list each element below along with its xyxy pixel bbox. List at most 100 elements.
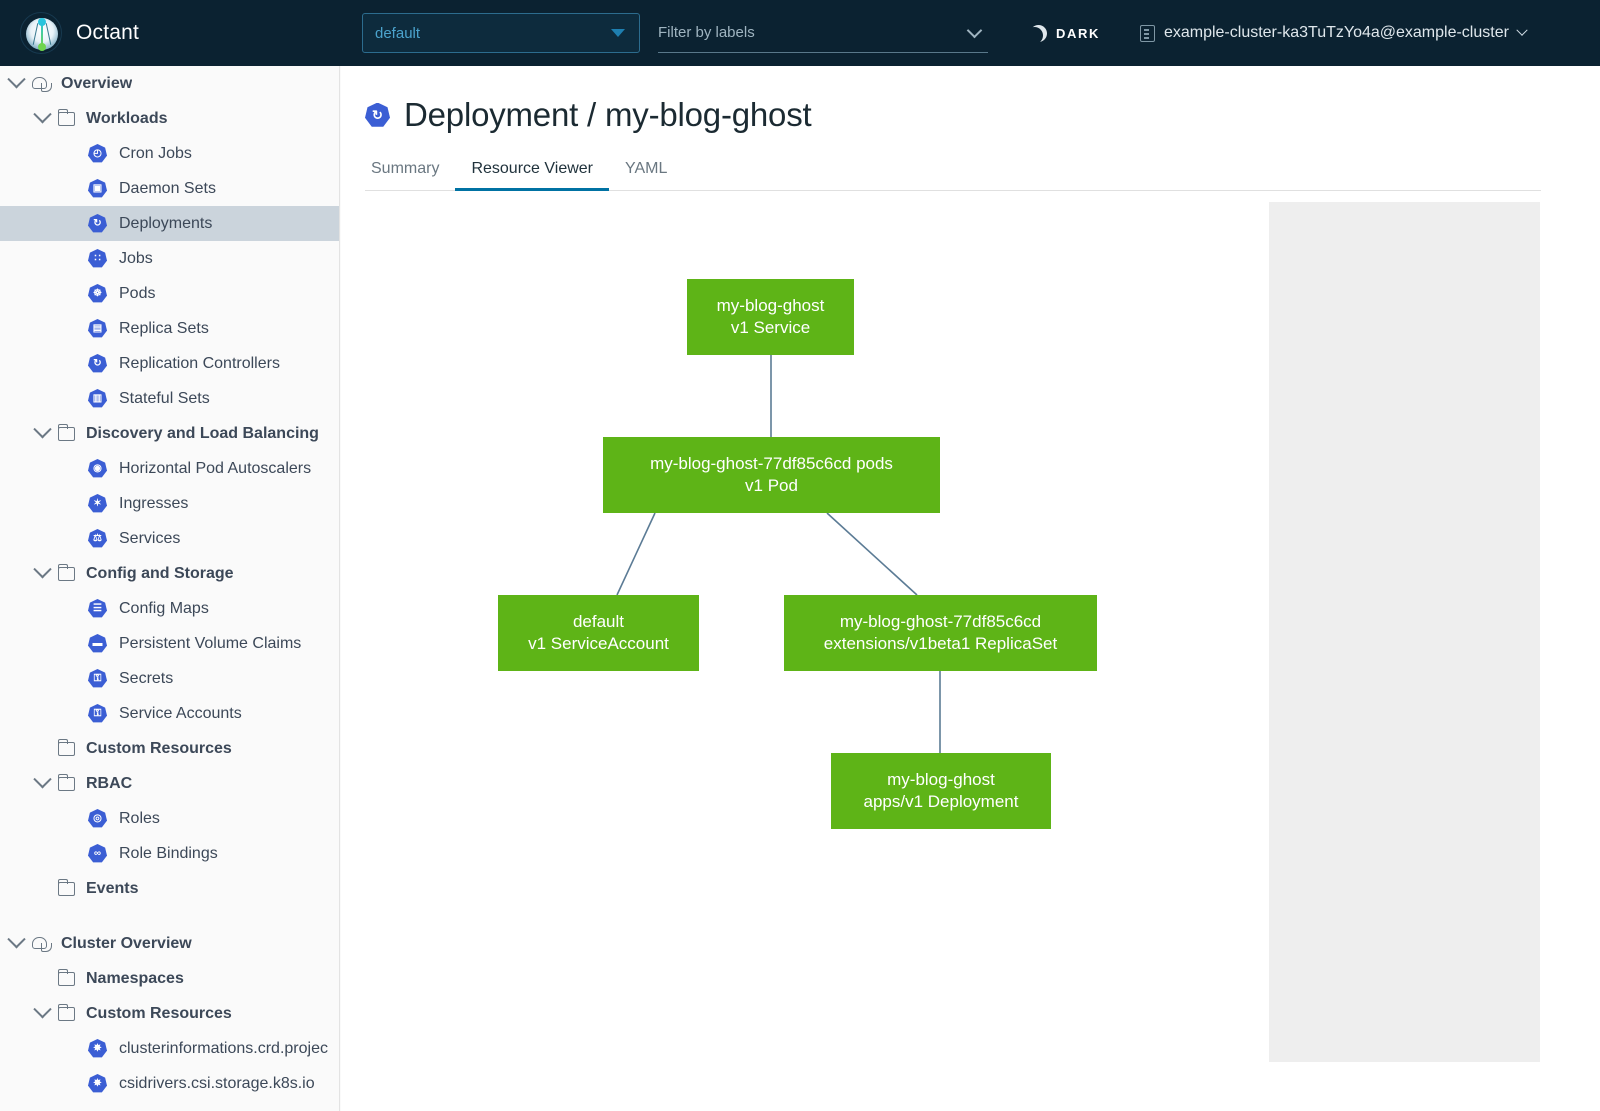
resource-type-icon: ◉	[88, 459, 107, 478]
cloud-icon	[32, 76, 52, 92]
sidebar-item-label: Stateful Sets	[119, 389, 210, 407]
label-filter-input[interactable]: Filter by labels	[658, 13, 988, 53]
tab-yaml[interactable]: YAML	[625, 160, 668, 177]
graph-node-subtitle: extensions/v1beta1 ReplicaSet	[823, 634, 1058, 653]
sidebar-item-label: Deployments	[119, 214, 213, 232]
sidebar-item-label: Cron Jobs	[119, 144, 192, 162]
sidebar-item-jobs[interactable]: ∷Jobs	[0, 241, 339, 276]
sidebar-item-label: Replication Controllers	[119, 354, 280, 372]
main-content: ↻ Deployment / my-blog-ghost Summary Reso…	[341, 66, 1600, 1111]
tab-bar[interactable]: Summary Resource Viewer YAML	[365, 156, 1541, 191]
graph-edge	[826, 512, 918, 596]
chevron-down-icon[interactable]	[33, 1000, 52, 1019]
sidebar-item-custom-resources[interactable]: Custom Resources	[0, 731, 339, 766]
sidebar-item-cron-jobs[interactable]: ◴Cron Jobs	[0, 136, 339, 171]
resource-type-icon: ☸	[88, 284, 107, 303]
sidebar-item-secrets[interactable]: ⚿Secrets	[0, 661, 339, 696]
resource-type-icon: ▣	[88, 179, 107, 198]
sidebar-item-replication-controllers[interactable]: ↻Replication Controllers	[0, 346, 339, 381]
sidebar-item-deployments[interactable]: ↻Deployments	[0, 206, 339, 241]
graph-node-subtitle: apps/v1 Deployment	[863, 792, 1019, 811]
page-title: ↻ Deployment / my-blog-ghost	[365, 96, 1600, 134]
sidebar-item-horizontal-pod-autoscalers[interactable]: ◉Horizontal Pod Autoscalers	[0, 451, 339, 486]
caret-down-icon	[611, 29, 625, 37]
sidebar-item-overview[interactable]: Overview	[0, 66, 339, 101]
sidebar-item-persistent-volume-claims[interactable]: ▬ Persistent Volume Claims	[0, 626, 339, 661]
resource-type-icon: ▥	[88, 389, 107, 408]
sidebar-item-pods[interactable]: ☸ Pods	[0, 276, 339, 311]
sidebar-item-ingresses[interactable]: ✶ Ingresses	[0, 486, 339, 521]
sidebar-item-cluster-overview[interactable]: Cluster Overview	[0, 926, 339, 961]
sidebar-item-label: Services	[119, 529, 181, 547]
sidebar-item-config-maps[interactable]: ☰ Config Maps	[0, 591, 339, 626]
graph-edge	[616, 512, 656, 596]
sidebar-item-namespaces[interactable]: Namespaces	[0, 961, 339, 996]
sidebar-item-label: Daemon Sets	[119, 179, 216, 197]
chevron-down-icon[interactable]	[33, 105, 52, 124]
sidebar-item-label: Role Bindings	[119, 844, 218, 862]
label-filter-placeholder: Filter by labels	[658, 24, 755, 41]
chevron-down-icon	[966, 22, 983, 39]
sidebar-item-clusterinformations-crd-projec[interactable]: ✸clusterinformations.crd.projec	[0, 1031, 339, 1066]
app-header: Octant default Filter by labels DARK exa…	[0, 0, 1600, 66]
sidebar-item-label: Ingresses	[119, 494, 189, 512]
resource-type-icon: ✶	[88, 494, 107, 513]
sidebar-item-replica-sets[interactable]: ▤Replica Sets	[0, 311, 339, 346]
chevron-down-icon[interactable]	[7, 930, 26, 949]
sidebar-item-custom-resources[interactable]: Custom Resources	[0, 996, 339, 1031]
cluster-selector[interactable]: example-cluster-ka3TuTzYo4a@example-clus…	[1139, 24, 1528, 42]
sidebar-item-label: Discovery and Load Balancing	[86, 424, 319, 442]
sidebar-item-label: Workloads	[86, 109, 168, 127]
sidebar-item-rbac[interactable]: RBAC	[0, 766, 339, 801]
brand-name: Octant	[76, 21, 140, 44]
sidebar-item-events[interactable]: Events	[0, 871, 339, 906]
sidebar-item-roles[interactable]: ◎Roles	[0, 801, 339, 836]
octant-logo-icon	[20, 12, 62, 54]
resource-type-icon: ⚿	[88, 669, 107, 688]
folder-icon	[57, 423, 75, 441]
folder-icon	[57, 738, 75, 756]
sidebar-item-label: Config Maps	[119, 599, 209, 617]
tab-summary[interactable]: Summary	[371, 160, 440, 177]
chevron-down-icon[interactable]	[33, 420, 52, 439]
sidebar-item-stateful-sets[interactable]: ▥ Stateful Sets	[0, 381, 339, 416]
cluster-icon	[1139, 24, 1155, 42]
sidebar-item-label: Pods	[119, 284, 156, 302]
sidebar-item-discovery-and-load-balancing[interactable]: Discovery and Load Balancing	[0, 416, 339, 451]
theme-toggle-button[interactable]: DARK	[1030, 25, 1100, 42]
sidebar-item-label: Events	[86, 879, 139, 897]
resource-type-icon: ▬	[88, 634, 107, 653]
namespace-selector[interactable]: default	[362, 13, 640, 53]
sidebar-item-role-bindings[interactable]: ∞Role Bindings	[0, 836, 339, 871]
sidebar-item-config-and-storage[interactable]: Config and Storage	[0, 556, 339, 591]
resource-type-icon: ∷	[88, 249, 107, 268]
resource-type-icon: ✸	[88, 1039, 107, 1058]
graph-node-title: my-blog-ghost-77df85c6cd	[839, 612, 1042, 632]
sidebar-item-label: Custom Resources	[86, 739, 232, 757]
cluster-label: example-cluster-ka3TuTzYo4a@example-clus…	[1163, 24, 1509, 41]
sidebar-item-service-accounts[interactable]: ⚿Service Accounts	[0, 696, 339, 731]
sidebar-item-label: Custom Resources	[86, 1004, 232, 1022]
cloud-icon	[32, 936, 52, 952]
chevron-down-icon[interactable]	[33, 770, 52, 789]
sidebar-item-csidrivers-csi-storage-k8s-io[interactable]: ✸csidrivers.csi.storage.k8s.io	[0, 1066, 339, 1101]
resource-type-icon: ◎	[88, 809, 107, 828]
sidebar-item-workloads[interactable]: Workloads	[0, 101, 339, 136]
graph-node-replicaset[interactable]: my-blog-ghost-77df85c6cd extensions/v1bet…	[784, 595, 1097, 671]
graph-edges	[616, 355, 941, 753]
tab-resource-viewer[interactable]: Resource Viewer	[455, 156, 609, 191]
chevron-down-icon[interactable]	[7, 70, 26, 89]
sidebar-item-services[interactable]: ⚖Services	[0, 521, 339, 556]
resource-type-icon: ⚿	[88, 704, 107, 723]
chevron-down-icon[interactable]	[33, 560, 52, 579]
sidebar-item-label: Persistent Volume Claims	[119, 634, 302, 652]
resource-type-icon: ☰	[88, 599, 107, 618]
sidebar-item-daemon-sets[interactable]: ▣ Daemon Sets	[0, 171, 339, 206]
